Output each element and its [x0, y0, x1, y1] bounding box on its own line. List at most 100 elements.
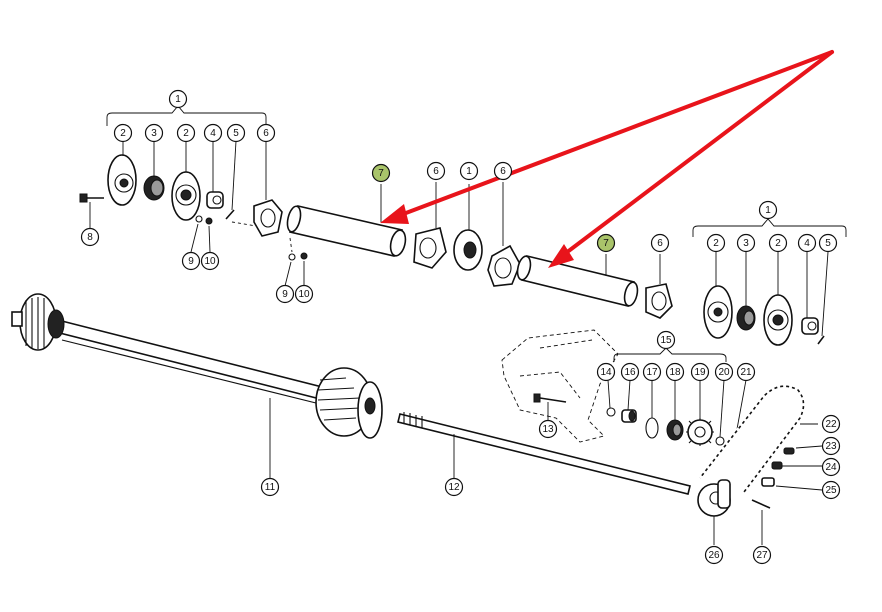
bearing-3c — [736, 252, 756, 331]
callout-label: 10 — [298, 289, 310, 300]
callout-26: 26 — [704, 545, 724, 565]
callout-label: 4 — [210, 128, 216, 139]
housing-6c — [487, 182, 521, 287]
tube-7a — [286, 184, 407, 257]
callout-circle — [275, 284, 295, 304]
callout-circle — [704, 545, 724, 565]
callout-22: 22 — [821, 414, 841, 434]
callout-label: 2 — [183, 128, 189, 139]
housing-6d — [645, 254, 673, 319]
sprocket-19 — [686, 380, 714, 446]
callout-12: 12 — [444, 477, 464, 497]
bearing-3a — [143, 141, 165, 201]
bracket-group-15 — [613, 347, 727, 362]
callout-circle — [144, 123, 164, 143]
callout-circle — [294, 284, 314, 304]
callout-circle — [459, 161, 479, 181]
callout-6: 6 — [256, 123, 276, 143]
callout-5: 5 — [226, 123, 246, 143]
callout-5: 5 — [818, 233, 838, 253]
callout-circle — [642, 362, 662, 382]
callout-label: 14 — [600, 367, 612, 378]
callout-6: 6 — [650, 233, 670, 253]
callout-circle — [758, 200, 778, 220]
chain-22 — [698, 384, 818, 493]
callout-circle — [821, 457, 841, 477]
callout-circle — [176, 123, 196, 143]
bolt-8 — [79, 193, 104, 228]
callout-label: 9 — [188, 256, 194, 267]
callout-label: 1 — [175, 94, 181, 105]
callout-circle — [656, 330, 676, 350]
callout-label: 12 — [448, 482, 460, 493]
splined-shaft-12 — [397, 412, 691, 495]
callout-9: 9 — [181, 251, 201, 271]
callout-3: 3 — [736, 233, 756, 253]
bolt-13 — [533, 393, 567, 420]
callout-4: 4 — [797, 233, 817, 253]
callout-circle — [714, 362, 734, 382]
callout-10: 10 — [294, 284, 314, 304]
callout-label: 23 — [825, 441, 837, 452]
callout-18: 18 — [665, 362, 685, 382]
callout-label: 6 — [500, 166, 506, 177]
set-screw-5c — [817, 251, 829, 345]
callout-circle — [752, 545, 772, 565]
callout-circle — [690, 362, 710, 382]
callout-7: 7 — [596, 233, 616, 253]
collar-4a — [206, 141, 224, 209]
callout-label: 6 — [657, 238, 663, 249]
callout-label: 17 — [646, 367, 658, 378]
link-25 — [761, 477, 823, 491]
callout-8: 8 — [80, 227, 100, 247]
pulley-left — [11, 293, 65, 351]
callout-circle — [256, 123, 276, 143]
callout-circle — [620, 362, 640, 382]
washers-9b-10b — [231, 221, 308, 287]
callout-circle — [426, 161, 446, 181]
callout-circle — [80, 227, 100, 247]
callout-circle — [260, 477, 280, 497]
drive-shaft-11 — [11, 293, 383, 478]
flange-plate-2c — [703, 252, 733, 339]
callout-label: 25 — [825, 485, 837, 496]
callout-circle — [538, 419, 558, 439]
callout-2: 2 — [113, 123, 133, 143]
callout-circle — [493, 161, 513, 181]
callout-circle — [181, 251, 201, 271]
callout-circle — [665, 362, 685, 382]
pin-27 — [751, 499, 771, 545]
link-24 — [771, 461, 822, 470]
callout-circle — [797, 233, 817, 253]
tube-7b — [516, 254, 639, 307]
set-screw-5a — [225, 140, 237, 220]
callout-19: 19 — [690, 362, 710, 382]
callout-circle — [736, 362, 756, 382]
ring-17 — [645, 380, 659, 439]
bearing-18 — [666, 380, 684, 441]
callout-1: 1 — [758, 200, 778, 220]
washer-20 — [715, 379, 725, 446]
callout-6: 6 — [426, 161, 446, 181]
callout-circle — [444, 477, 464, 497]
callout-label: 27 — [756, 550, 768, 561]
callout-2: 2 — [706, 233, 726, 253]
callout-label: 21 — [740, 367, 752, 378]
flange-plate-2d — [763, 252, 793, 346]
red-arrow-to-tube-7a — [380, 50, 834, 224]
frame-bracket — [501, 329, 619, 443]
callout-label: 8 — [87, 232, 93, 243]
callout-circle — [596, 233, 616, 253]
callout-14: 14 — [596, 362, 616, 382]
callout-label: 24 — [825, 462, 837, 473]
callout-1: 1 — [459, 161, 479, 181]
callout-label: 2 — [120, 128, 126, 139]
callout-circle — [821, 414, 841, 434]
callout-16: 16 — [620, 362, 640, 382]
callout-label: 19 — [694, 367, 706, 378]
sprocket-26 — [697, 479, 731, 545]
flange-plate-2b — [171, 141, 201, 221]
callout-label: 11 — [265, 482, 276, 493]
